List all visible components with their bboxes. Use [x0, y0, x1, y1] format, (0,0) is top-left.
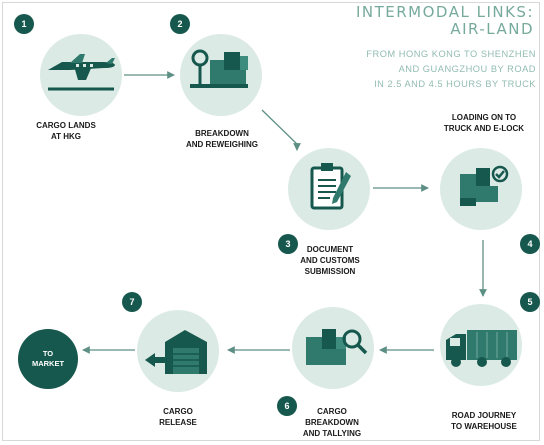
step-6-badge: 6	[277, 396, 297, 416]
scale-boxes-icon	[190, 49, 248, 88]
boxes-magnifier-icon	[306, 329, 368, 365]
subtitle: FROM HONG KONG TO SHENZHEN AND GUANGZHOU…	[366, 47, 536, 92]
title: INTERMODAL LINKS: AIR-LAND	[356, 4, 534, 38]
step-4-label: LOADING ON TO TRUCK AND E-LOCK	[424, 112, 544, 134]
step-6-label: CARGO BREAKDOWN AND TALLYING	[272, 406, 392, 439]
step-3-circle	[288, 148, 370, 230]
step-6-label-line-1: CARGO	[317, 407, 347, 416]
frame-border	[2, 2, 540, 441]
arrow-2-3	[261, 109, 301, 151]
warehouse-exit-icon	[145, 330, 207, 374]
boxes-check-icon	[460, 165, 509, 206]
step-5-circle	[440, 304, 522, 386]
step-6-circle	[292, 307, 374, 389]
step-2-circle	[180, 34, 262, 116]
step-1-label-line-1: CARGO LANDS	[36, 121, 96, 130]
subtitle-line-3: IN 2.5 AND 4.5 HOURS BY TRUCK	[374, 79, 536, 89]
step-5-label-line-1: ROAD JOURNEY	[451, 411, 517, 420]
step-3-badge: 3	[278, 234, 298, 254]
step-2-badge: 2	[170, 14, 190, 34]
step-2-label-line-1: BREAKDOWN	[195, 129, 249, 138]
subtitle-line-1: FROM HONG KONG TO SHENZHEN	[366, 49, 536, 59]
step-3-label-line-3: SUBMISSION	[304, 267, 356, 276]
step-4-badge: 4	[520, 234, 540, 254]
step-2-label: BREAKDOWN AND REWEIGHING	[162, 128, 282, 150]
clipboard-pen-icon	[310, 163, 351, 210]
to-market-node: TO MARKET	[18, 329, 78, 389]
step-3-label: DOCUMENT AND CUSTOMS SUBMISSION	[270, 244, 390, 277]
to-market-line-1: TO	[42, 349, 54, 358]
step-7-badge: 7	[122, 292, 142, 312]
step-7-label-line-2: RELEASE	[159, 418, 197, 427]
step-5-badge: 5	[520, 292, 540, 312]
subtitle-line-2: AND GUANGZHOU BY ROAD	[398, 64, 536, 74]
airplane-icon	[48, 54, 115, 91]
step-6-label-line-2: BREAKDOWN	[305, 418, 359, 427]
step-4-label-line-1: LOADING ON TO	[451, 113, 517, 122]
step-1-label: CARGO LANDS AT HKG	[6, 120, 126, 142]
step-7-label: CARGO RELEASE	[118, 406, 238, 428]
step-3-label-line-1: DOCUMENT	[306, 245, 354, 254]
step-7-circle	[137, 310, 219, 392]
title-line-1: INTERMODAL LINKS:	[355, 3, 534, 21]
step-6-label-line-3: AND TALLYING	[302, 429, 362, 438]
step-4-label-line-2: TRUCK AND E-LOCK	[443, 124, 525, 133]
step-4-circle	[440, 148, 522, 230]
step-1-label-line-2: AT HKG	[50, 132, 82, 141]
step-7-label-line-1: CARGO	[163, 407, 193, 416]
step-2-label-line-2: AND REWEIGHING	[186, 140, 258, 149]
step-1-badge: 1	[14, 14, 34, 34]
step-3-label-line-2: AND CUSTOMS	[300, 256, 360, 265]
truck-icon	[446, 330, 517, 367]
step-5-label: ROAD JOURNEY TO WAREHOUSE	[424, 410, 544, 432]
title-line-2: AIR-LAND	[450, 20, 534, 38]
step-5-label-line-2: TO WAREHOUSE	[451, 422, 517, 431]
to-market-line-2: MARKET	[31, 359, 65, 368]
step-1-circle	[40, 34, 122, 116]
